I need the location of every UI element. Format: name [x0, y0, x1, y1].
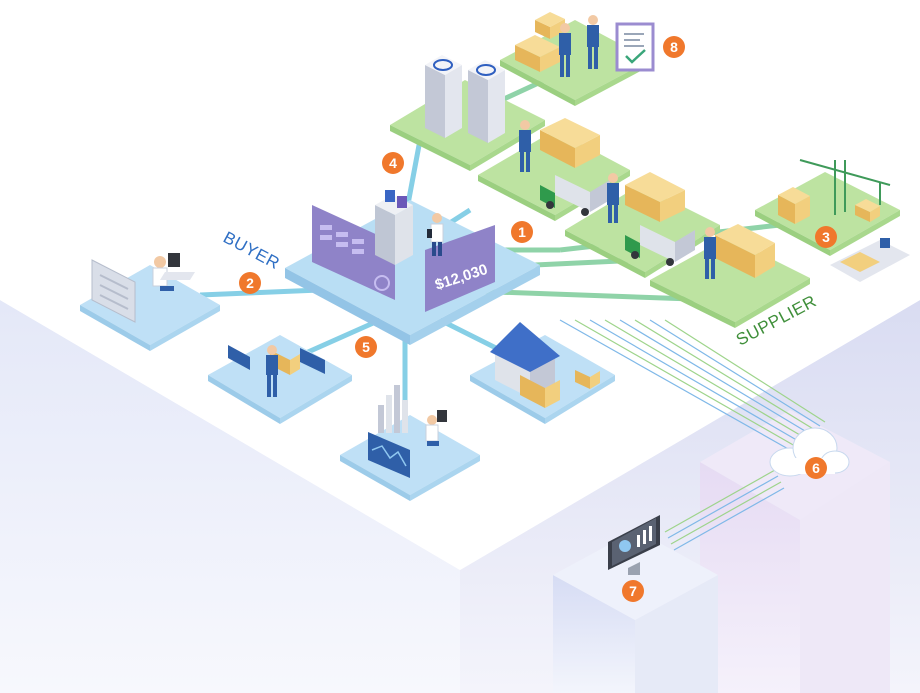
warehouse-row-1	[519, 118, 610, 216]
crane-icon	[799, 159, 891, 215]
monitor-chart-icon	[608, 515, 660, 575]
badge-5: 5	[355, 336, 377, 358]
worker-icon	[704, 227, 716, 279]
central-hub: $12,030	[285, 190, 540, 345]
worker-icon	[152, 256, 174, 291]
office-workspace	[228, 345, 325, 397]
svg-text:5: 5	[362, 339, 370, 355]
svg-text:7: 7	[629, 583, 637, 599]
svg-text:6: 6	[812, 460, 820, 476]
svg-text:2: 2	[246, 275, 254, 291]
badge-1: 1	[511, 221, 533, 243]
cloud-icon	[769, 427, 850, 477]
badge-7: 7	[622, 580, 644, 602]
truck-icon	[540, 175, 610, 216]
server-icon	[425, 55, 505, 143]
badge-2: 2	[239, 272, 261, 294]
warehouse-row-3	[704, 224, 775, 279]
cargo-ship	[830, 238, 910, 282]
svg-text:8: 8	[670, 39, 678, 55]
badge-6: 6	[805, 457, 827, 479]
box-stack-icon	[515, 12, 565, 72]
badge-3: 3	[815, 226, 837, 248]
worker-icon	[425, 415, 439, 446]
worker-icon	[427, 213, 444, 256]
svg-text:1: 1	[518, 224, 526, 240]
badge-8: 8	[663, 36, 685, 58]
worker-icon	[266, 345, 278, 397]
worker-icon	[559, 15, 599, 77]
checklist-document-icon	[615, 22, 655, 72]
truck-icon	[625, 225, 695, 266]
box-stack-icon	[778, 187, 880, 224]
worker-icon	[607, 173, 619, 223]
analytics-desk	[368, 385, 447, 478]
worker-icon	[519, 120, 531, 172]
buyer-desk	[91, 253, 195, 323]
data-stream-lines	[559, 319, 826, 551]
svg-text:3: 3	[822, 229, 830, 245]
svg-text:4: 4	[389, 155, 397, 171]
warehouse-row-2	[607, 172, 695, 266]
badge-4: 4	[382, 152, 404, 174]
warehouse-icon	[490, 322, 600, 408]
